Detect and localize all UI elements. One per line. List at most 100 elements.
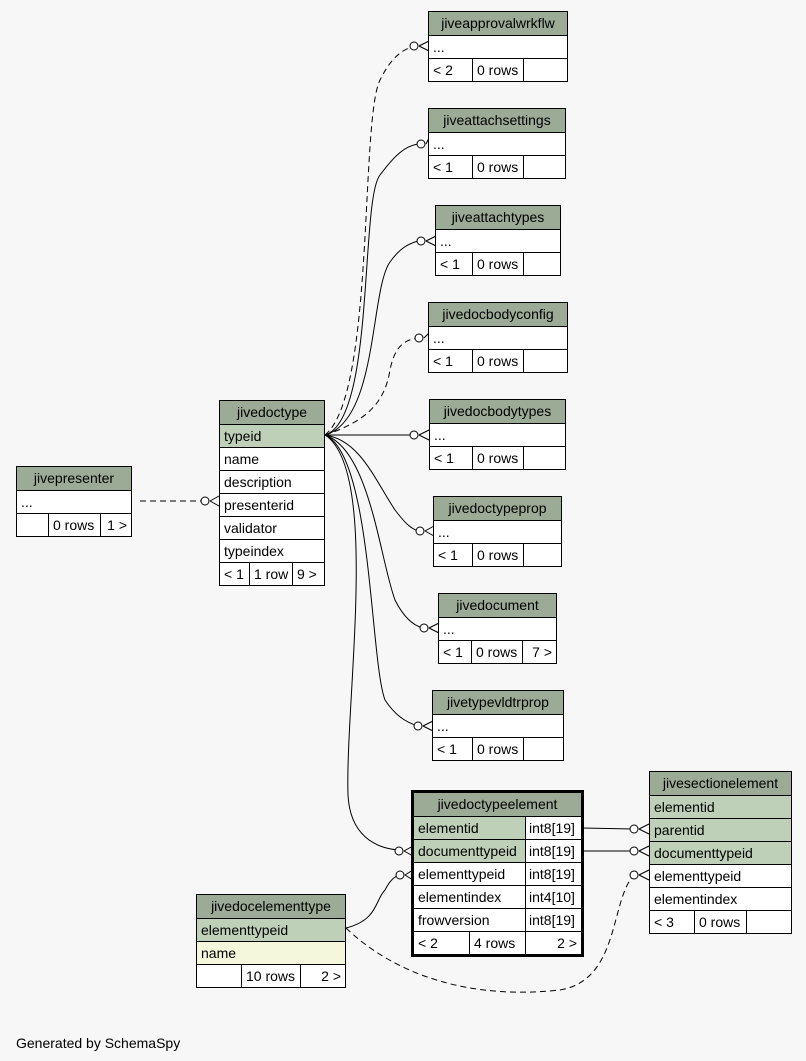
column-typeindex[interactable]: typeindex (224, 543, 284, 559)
children-count (524, 59, 567, 81)
row-count: 0 rows (473, 156, 524, 178)
table-jivepresenter[interactable]: jivepresenter ... 0 rows 1 > (16, 466, 132, 537)
column-documenttypeid[interactable]: documenttypeid (654, 845, 753, 861)
table-ellipsis: ... (440, 233, 452, 249)
column-documenttypeid[interactable]: documenttypeid (418, 843, 517, 859)
children-count[interactable]: 2 > (557, 935, 577, 951)
table-title[interactable]: jivesectionelement (650, 772, 791, 796)
parents-count[interactable]: < 1 (433, 738, 473, 760)
generated-by-caption: Generated by SchemaSpy (16, 1035, 181, 1051)
row-count: 0 rows (695, 911, 747, 933)
table-title[interactable]: jiveapprovalwrkflw (429, 12, 567, 36)
children-count[interactable]: 9 > (297, 566, 317, 582)
children-count (524, 156, 565, 178)
optional-marker (200, 496, 210, 506)
column-typeid[interactable]: typeid (224, 428, 262, 444)
parents-count[interactable]: < 1 (430, 447, 473, 469)
row-count: 0 rows (472, 641, 523, 663)
column-elementindex[interactable]: elementindex (418, 889, 502, 905)
children-count[interactable]: 1 > (107, 517, 127, 533)
parents-count[interactable]: < 2 (414, 932, 470, 954)
column-elementtypeid[interactable]: elementtypeid (654, 868, 742, 884)
table-jivedoctypeprop[interactable]: jivedoctypeprop ... < 1 0 rows (433, 496, 562, 567)
table-jiveattachsettings[interactable]: jiveattachsettings ... < 1 0 rows (428, 108, 566, 179)
table-title[interactable]: jivedoctype (220, 401, 324, 425)
table-jiveapprovalwrkflw[interactable]: jiveapprovalwrkflw ... < 2 0 rows (428, 11, 568, 82)
column-validator[interactable]: validator (224, 520, 277, 536)
parents-count (197, 965, 242, 987)
parents-count[interactable]: < 1 (429, 156, 473, 178)
children-count (524, 253, 560, 275)
optional-marker (629, 846, 639, 856)
link-elementtype-doctypeelement (345, 874, 401, 929)
column-type: int4[10] (525, 886, 581, 908)
link-typeid-attachtypes (324, 240, 419, 436)
column-name[interactable]: name (201, 945, 237, 961)
table-jiveattachtypes[interactable]: jiveattachtypes ... < 1 0 rows (435, 205, 561, 276)
column-frowversion[interactable]: frowversion (418, 912, 490, 928)
column-name[interactable]: name (224, 451, 260, 467)
table-title[interactable]: jivedoctypeelement (414, 793, 581, 817)
table-title[interactable]: jiveattachtypes (436, 206, 560, 230)
column-type: int8[19] (525, 817, 581, 839)
table-jivesectionelement[interactable]: jivesectionelement elementid parentid do… (649, 771, 792, 934)
table-jivedocbodytypes[interactable]: jivedocbodytypes ... < 1 0 rows (429, 399, 566, 470)
optional-marker (415, 526, 425, 536)
optional-marker (409, 41, 419, 51)
link-typeid-approvalwrkflw (324, 45, 416, 436)
link-typeid-attachsettings (324, 143, 419, 436)
table-ellipsis: ... (438, 524, 450, 540)
column-elementid[interactable]: elementid (654, 799, 715, 815)
parents-count[interactable]: < 2 (429, 59, 473, 81)
parents-count[interactable]: < 1 (429, 350, 473, 372)
table-jivedocelementtype[interactable]: jivedocelementtype elementtypeid name 10… (196, 894, 346, 988)
parents-count[interactable]: < 1 (439, 641, 472, 663)
parents-count[interactable]: < 1 (436, 253, 473, 275)
table-title[interactable]: jivedocelementtype (197, 895, 345, 919)
parents-count[interactable]: < 1 (434, 544, 473, 566)
optional-marker (414, 333, 424, 343)
table-title[interactable]: jivepresenter (17, 467, 131, 491)
table-jivedoctype[interactable]: jivedoctype typeid name description pres… (219, 400, 325, 586)
table-jivedoctypeelement[interactable]: jivedoctypeelement elementid int8[19] do… (411, 790, 584, 957)
children-count (747, 911, 791, 933)
children-count[interactable]: 7 > (532, 644, 552, 660)
optional-marker (394, 846, 404, 856)
column-type: int8[19] (525, 909, 581, 931)
column-presenterid[interactable]: presenterid (224, 497, 295, 513)
table-title[interactable]: jiveattachsettings (429, 109, 565, 133)
row-count: 0 rows (473, 59, 524, 81)
table-title[interactable]: jivedocument (439, 594, 556, 618)
row-count: 1 row (250, 563, 293, 585)
optional-marker (409, 430, 419, 440)
table-title[interactable]: jivedoctypeprop (434, 497, 561, 521)
optional-marker (413, 721, 423, 731)
column-elementid[interactable]: elementid (418, 820, 479, 836)
row-count: 0 rows (473, 350, 524, 372)
parents-count[interactable]: < 1 (220, 563, 250, 585)
column-parentid[interactable]: parentid (654, 822, 705, 838)
column-elementtypeid[interactable]: elementtypeid (418, 866, 506, 882)
column-elementindex[interactable]: elementindex (654, 891, 738, 907)
table-title[interactable]: jivedocbodyconfig (429, 303, 567, 327)
table-title[interactable]: jivetypevldtrprop (433, 691, 563, 715)
column-description[interactable]: description (224, 474, 292, 490)
table-title[interactable]: jivedocbodytypes (430, 400, 565, 424)
optional-marker (629, 870, 639, 880)
children-count (524, 738, 563, 760)
row-count: 0 rows (49, 514, 101, 536)
column-elementtypeid[interactable]: elementtypeid (201, 922, 289, 938)
table-jivetypevldtrprop[interactable]: jivetypevldtrprop ... < 1 0 rows (432, 690, 564, 761)
table-jivedocument[interactable]: jivedocument ... < 1 0 rows 7 > (438, 593, 557, 664)
table-ellipsis: ... (433, 330, 445, 346)
link-typeid-doctypeelement (324, 434, 399, 851)
parents-count[interactable]: < 3 (650, 911, 695, 933)
table-ellipsis: ... (437, 718, 449, 734)
link-typeid-doctypeprop (324, 434, 419, 532)
table-ellipsis: ... (443, 621, 455, 637)
optional-marker (419, 623, 429, 633)
children-count[interactable]: 2 > (321, 968, 341, 984)
children-count (524, 544, 561, 566)
table-jivedocbodyconfig[interactable]: jivedocbodyconfig ... < 1 0 rows (428, 302, 568, 373)
